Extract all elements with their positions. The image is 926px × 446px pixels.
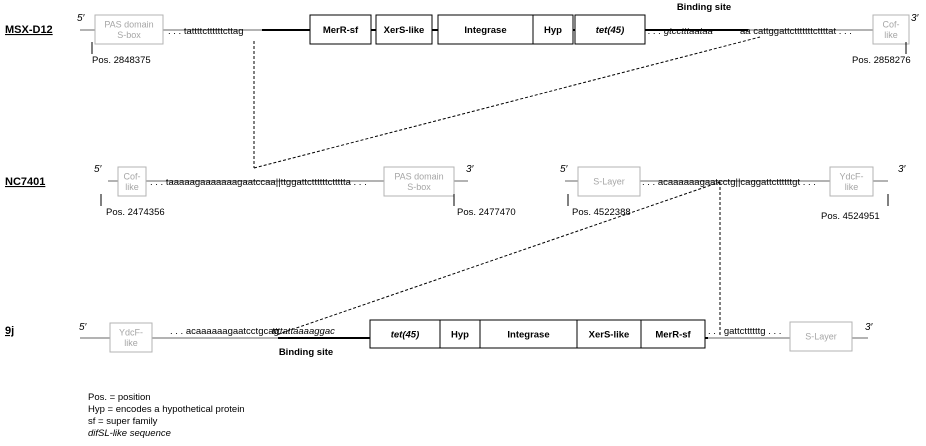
gene-box-msx-d12-hyp-label: Hyp xyxy=(544,25,562,36)
connector-msx-right-diagonal xyxy=(253,36,761,169)
position-label-msx-d12-left: Pos. 2848375 xyxy=(92,55,151,66)
gene-box-msx-d12-hyp xyxy=(532,14,574,45)
binding-site-sequence-9j: ttttattaaaaggac xyxy=(272,326,335,337)
gene-box-msx-d12-merr-sf-label: MerR-sf xyxy=(323,25,359,36)
gene-box-9j-xers-like-label: XerS-like xyxy=(589,330,630,341)
gene-box-msx-d12-tet-45 xyxy=(574,14,646,45)
gene-box-9j-hyp xyxy=(439,319,481,349)
flank-box-nc7401-b-right xyxy=(829,166,874,197)
gene-box-9j-tet-45 xyxy=(369,319,441,349)
sequence-9j-left: . . . acaaaaaagaatcctgcag xyxy=(170,326,279,337)
gene-box-9j-merr-sf xyxy=(640,319,706,349)
three-prime-nc7401-a: 3′ xyxy=(466,164,475,175)
row-label-msx-d12: MSX-D12 xyxy=(5,24,53,36)
binding-site-label-9j: Binding site xyxy=(279,347,333,358)
flank-box-msx-d12-right xyxy=(872,14,910,45)
row-label-9j: 9j xyxy=(5,325,14,337)
gene-box-9j-xers-like xyxy=(576,319,642,349)
flank-box-nc7401-b-right-label: YdcF-like xyxy=(839,171,863,192)
sequence-9j-right: . . . gattcttttttg . . . xyxy=(708,326,781,337)
five-prime-msx-d12: 5′ xyxy=(77,13,86,24)
position-label-nc7401-b-left: Pos. 4522388 xyxy=(572,207,631,218)
flank-box-nc7401-a-left-label: Cof-like xyxy=(123,171,140,192)
gene-box-9j-integrase-label: Integrase xyxy=(507,330,549,341)
legend-item-position: Pos. = position xyxy=(88,392,151,403)
gene-box-msx-d12-tet-45-label: tet(45) xyxy=(596,25,625,36)
gene-box-msx-d12-merr-sf xyxy=(309,14,372,45)
position-label-nc7401-a-left: Pos. 2474356 xyxy=(106,207,165,218)
flank-box-9j-right-label: S-Layer xyxy=(805,332,837,342)
five-prime-nc7401-a: 5′ xyxy=(94,164,103,175)
flank-box-nc7401-a-right xyxy=(383,166,455,197)
five-prime-nc7401-b: 5′ xyxy=(560,164,569,175)
sequence-nc7401-a: . . . taaaaagaaaaaaagaatccaa||ttggattctt… xyxy=(150,177,367,188)
sequence-msx-d12-left: . . . tattttcttttttcttag xyxy=(168,26,244,37)
flank-box-9j-left-label: YdcF-like xyxy=(119,327,143,348)
three-prime-msx-d12: 3′ xyxy=(911,13,920,24)
legend-item-hyp: Hyp = encodes a hypothetical protein xyxy=(88,404,245,415)
legend-item-sf: sf = super family xyxy=(88,416,158,427)
five-prime-9j: 5′ xyxy=(79,322,88,333)
flank-box-nc7401-b-left xyxy=(577,166,641,197)
legend-item-difsl: difSL-like sequence xyxy=(88,428,171,439)
sequence-msx-d12-right: aa cattggattctttttttcttttat . . . xyxy=(740,26,852,37)
binding-site-sequence-msx-d12: . . . gtcctttaataa xyxy=(648,26,713,37)
gene-box-9j-tet-45-label: tet(45) xyxy=(391,330,420,341)
position-label-nc7401-b-right: Pos. 4524951 xyxy=(821,211,880,222)
gene-box-msx-d12-xers-like-label: XerS-like xyxy=(384,25,425,36)
three-prime-nc7401-b: 3′ xyxy=(898,164,907,175)
flank-box-nc7401-a-left xyxy=(117,166,147,197)
flank-box-9j-left xyxy=(109,322,153,353)
row-label-nc7401: NC7401 xyxy=(5,176,45,188)
gene-box-msx-d12-xers-like xyxy=(375,14,433,45)
gene-box-msx-d12-integrase-label: Integrase xyxy=(464,25,506,36)
flank-box-9j-right xyxy=(789,321,853,352)
flank-box-msx-d12-left xyxy=(94,14,164,45)
sequence-nc7401-b: . . . acaaaaaagaatcctg||caggattcttttttgt… xyxy=(642,177,816,188)
gene-box-9j-merr-sf-label: MerR-sf xyxy=(655,330,691,341)
flank-box-msx-d12-right-label: Cof-like xyxy=(882,19,899,40)
position-label-msx-d12-right: Pos. 2858276 xyxy=(852,55,911,66)
connector-9j-left-diagonal xyxy=(275,181,721,336)
flank-box-nc7401-b-left-label: S-Layer xyxy=(593,177,625,187)
gene-box-9j-integrase xyxy=(479,319,578,349)
gene-box-9j-hyp-label: Hyp xyxy=(451,330,469,341)
binding-site-label-msx-d12: Binding site xyxy=(677,2,731,13)
three-prime-9j: 3′ xyxy=(865,322,874,333)
position-label-nc7401-a-right: Pos. 2477470 xyxy=(457,207,516,218)
legend: Pos. = position Hyp = encodes a hypothet… xyxy=(88,392,245,440)
